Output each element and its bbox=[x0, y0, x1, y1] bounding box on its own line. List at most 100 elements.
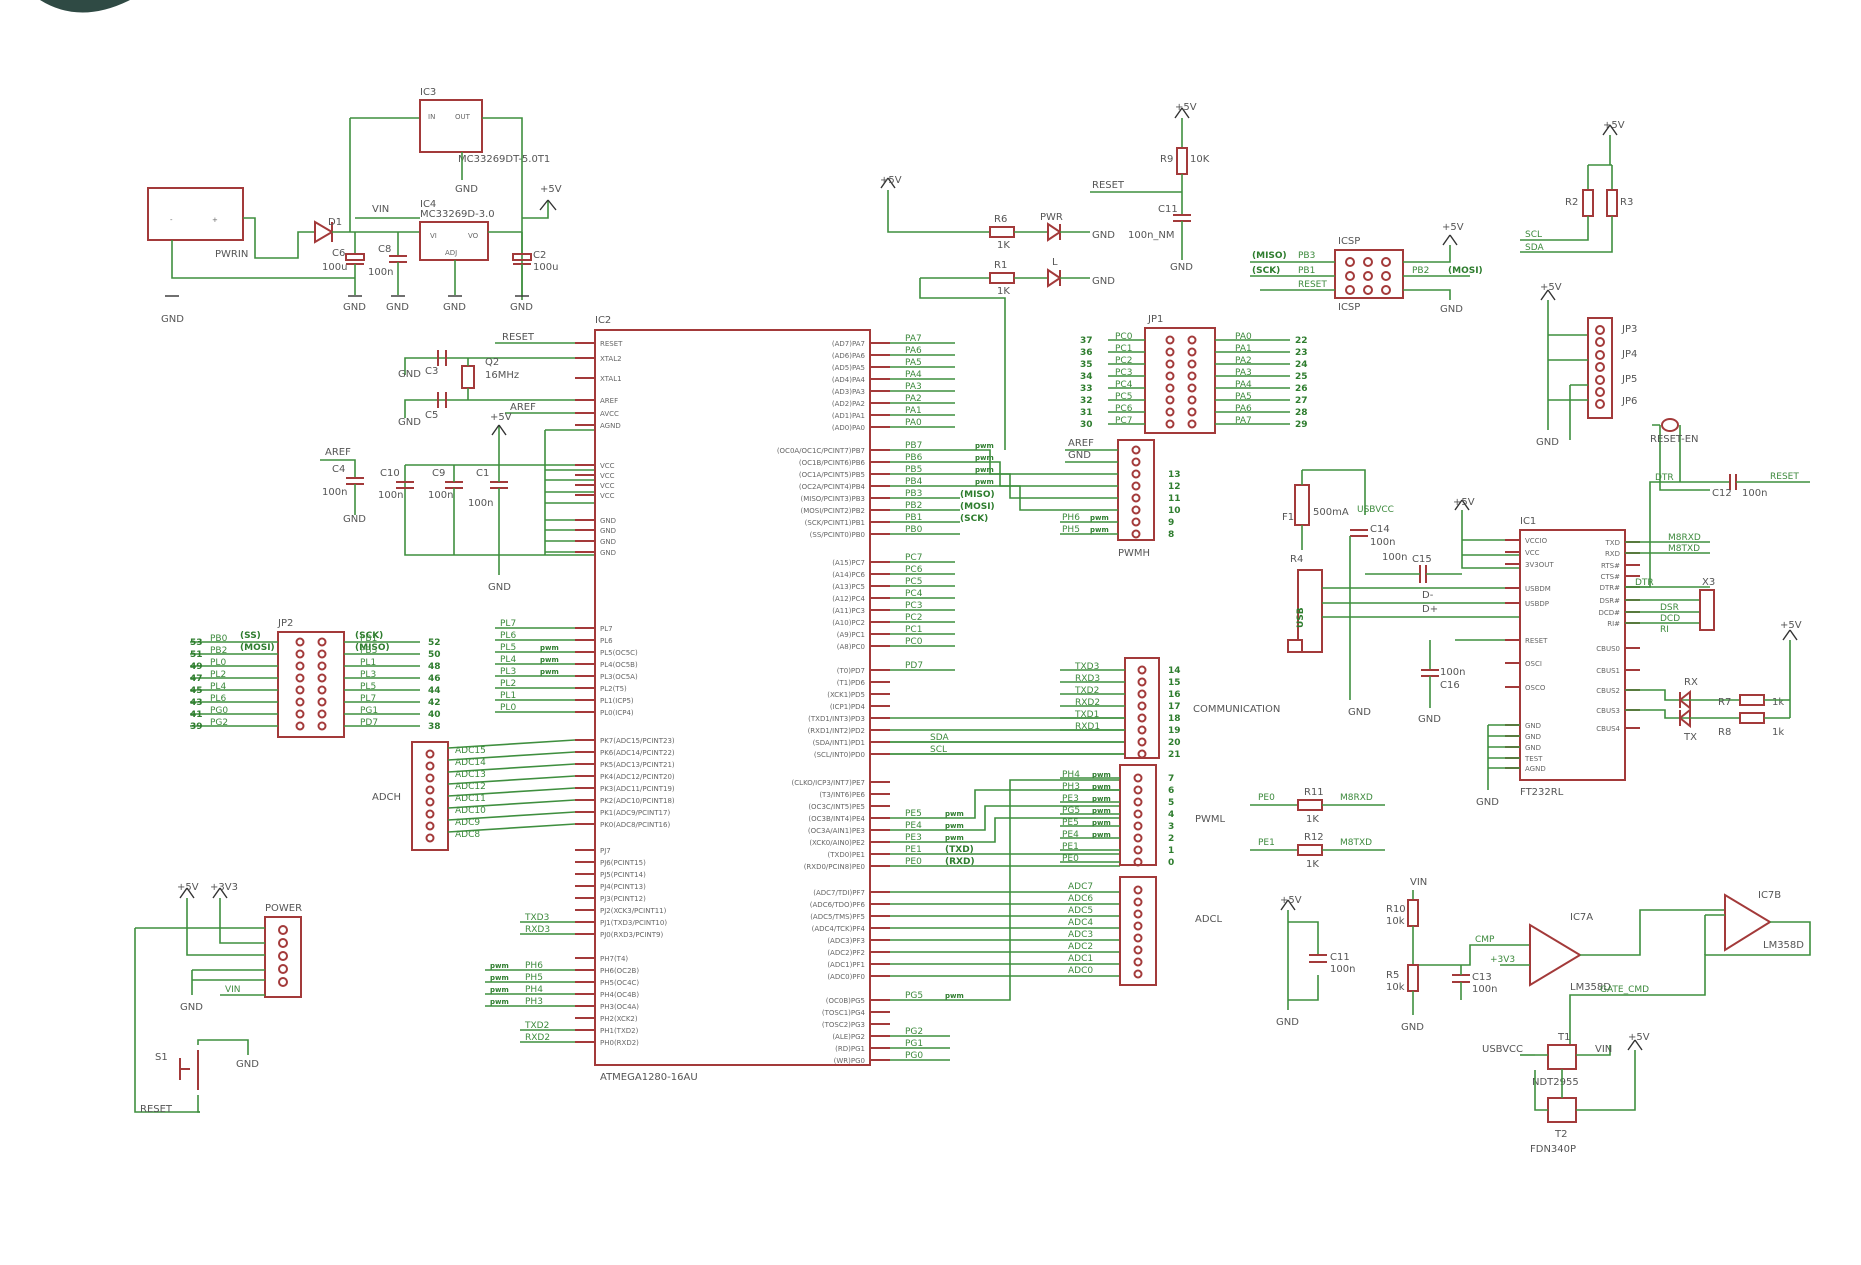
jp1-left-net: PC7 bbox=[1115, 416, 1132, 426]
svg-text:USBVCC: USBVCC bbox=[1357, 505, 1394, 515]
svg-text:C1: C1 bbox=[476, 468, 489, 479]
pwm-tag: pwm bbox=[1090, 514, 1109, 522]
jp2-right-num: 52 bbox=[428, 638, 441, 648]
svg-text:C13: C13 bbox=[1472, 972, 1492, 983]
ic2-pin-vcc: VCC bbox=[600, 472, 615, 480]
jp1-right-num: 26 bbox=[1295, 384, 1308, 394]
net-pe1-main: PE1 bbox=[905, 845, 922, 855]
svg-text:IC2: IC2 bbox=[595, 315, 611, 326]
net-pb7: PB7 bbox=[905, 441, 922, 451]
ic2-pin--oc1b-pcint6-pb6: (OC1B/PCINT6)PB6 bbox=[799, 459, 866, 467]
svg-text:VI: VI bbox=[430, 232, 437, 240]
jp1-right-net: PA4 bbox=[1235, 380, 1252, 390]
svg-text:100n: 100n bbox=[1330, 964, 1355, 975]
jp1-left-num: 34 bbox=[1080, 372, 1093, 382]
capacitor-c6: C6 100u bbox=[322, 232, 365, 295]
ft232-pin-right: RI# bbox=[1607, 620, 1620, 628]
jp1-left-num: 37 bbox=[1080, 336, 1093, 346]
ic2-pin-vcc: VCC bbox=[600, 492, 615, 500]
ic2-pin-aref: AREF bbox=[600, 397, 618, 405]
ic2-pin--a13-pc5: (A13)PC5 bbox=[832, 583, 865, 591]
reset-circuit: +5V R9 10K RESET C11 100n_NM GND bbox=[1090, 102, 1210, 273]
comm-net: TXD3 bbox=[1074, 662, 1099, 672]
net-pc0: PC0 bbox=[905, 637, 923, 647]
power-header: POWER +5V +3V3 GND VIN bbox=[134, 882, 302, 1113]
svg-text:ICSP: ICSP bbox=[1338, 302, 1360, 313]
resistor-r6 bbox=[989, 226, 1015, 238]
svg-text:C6: C6 bbox=[332, 248, 345, 259]
svg-text:GND: GND bbox=[1092, 230, 1115, 241]
ft232-pin-right: DTR# bbox=[1600, 584, 1621, 592]
crystal-q2 bbox=[461, 365, 475, 389]
ic2-pin-pj7: PJ7 bbox=[600, 847, 611, 855]
svg-text:GND: GND bbox=[1536, 437, 1559, 448]
ic2-pin--ad2-pa2: (AD2)PA2 bbox=[832, 400, 865, 408]
left-net-rxd3: RXD3 bbox=[525, 925, 550, 935]
ic2-pin--rxd1-int2-pd2: (RXD1/INT2)PD2 bbox=[808, 727, 865, 735]
ft232-pin-right: CBUS1 bbox=[1596, 667, 1620, 675]
svg-text:IC1: IC1 bbox=[1520, 516, 1536, 527]
pwml-num: 7 bbox=[1168, 774, 1174, 784]
ic2-pin--adc2-pf2: (ADC2)PF2 bbox=[827, 949, 865, 957]
ic2-pin--icp1-pd4: (ICP1)PD4 bbox=[830, 703, 866, 711]
svg-text:1K: 1K bbox=[1306, 859, 1319, 870]
jp2-left-net: PL6 bbox=[210, 694, 226, 704]
adch-net: ADC14 bbox=[455, 758, 486, 768]
svg-text:R1: R1 bbox=[994, 260, 1007, 271]
svg-text:100n: 100n bbox=[1742, 488, 1767, 499]
svg-text:M8TXD: M8TXD bbox=[1668, 544, 1700, 554]
ic2-pin--xck1-pd5: (XCK1)PD5 bbox=[827, 691, 865, 699]
left-net-txd3: TXD3 bbox=[524, 913, 549, 923]
pwml-num: 5 bbox=[1168, 798, 1174, 808]
ic2-pin--ad0-pa0: (AD0)PA0 bbox=[832, 424, 865, 432]
capacitor-c8: C8 100n bbox=[368, 232, 407, 295]
svg-text:GND: GND bbox=[1440, 304, 1463, 315]
svg-text:R9: R9 bbox=[1160, 154, 1173, 165]
jp1-left-num: 30 bbox=[1080, 420, 1093, 430]
pwml-num: 3 bbox=[1168, 822, 1174, 832]
svg-text:R4: R4 bbox=[1290, 554, 1303, 565]
svg-text:1k: 1k bbox=[1772, 727, 1784, 738]
jp2-left-net: PL0 bbox=[210, 658, 226, 668]
adch-header: ADCH ADC15ADC14ADC13ADC12ADC11ADC10ADC9A… bbox=[372, 741, 486, 851]
net-pg5: PG5 bbox=[905, 991, 923, 1001]
svg-text:1K: 1K bbox=[997, 286, 1010, 297]
svg-text:JP5: JP5 bbox=[1621, 374, 1637, 385]
pwml-net: PE4 bbox=[1062, 830, 1079, 840]
svg-text:R12: R12 bbox=[1304, 832, 1324, 843]
svg-text:ATMEGA1280-16AU: ATMEGA1280-16AU bbox=[600, 1072, 698, 1083]
ic2-pin-pl4-oc5b-: PL4(OC5B) bbox=[600, 661, 638, 669]
pwm-tag: pwm bbox=[1092, 807, 1111, 815]
svg-text:MC33269DT-5.0T1: MC33269DT-5.0T1 bbox=[458, 154, 550, 165]
svg-text:RESET: RESET bbox=[1770, 472, 1799, 482]
pwm-tag: pwm bbox=[975, 454, 994, 462]
svg-text:PB1: PB1 bbox=[1298, 266, 1315, 276]
svg-text:+5V: +5V bbox=[1175, 102, 1197, 113]
svg-text:(MISO): (MISO) bbox=[355, 643, 390, 653]
svg-text:10k: 10k bbox=[1386, 982, 1405, 993]
adcl-net: ADC4 bbox=[1068, 918, 1093, 928]
svg-text:100u: 100u bbox=[533, 262, 558, 273]
resistor-r5 bbox=[1407, 964, 1419, 992]
ft232-pin-left: VCC bbox=[1525, 549, 1540, 557]
ic2-pin--t1-pd6: (T1)PD6 bbox=[837, 679, 866, 687]
svg-text:DCD: DCD bbox=[1660, 614, 1680, 624]
svg-text:R8: R8 bbox=[1718, 727, 1731, 738]
svg-text:RESET: RESET bbox=[1298, 280, 1327, 290]
svg-text:100n: 100n bbox=[378, 490, 403, 501]
jp2-connector bbox=[277, 631, 345, 738]
usb-ft232-section: F1 500mA USBVCC C14 100n R4 USB D- D+ GN… bbox=[1282, 418, 1810, 808]
jp2-left-num: 53 bbox=[190, 638, 203, 648]
comm-num: 14 bbox=[1168, 666, 1181, 676]
led-section: +5V R6 1K PWR GND R1 1K L GND bbox=[880, 175, 1115, 450]
svg-text:L: L bbox=[1052, 257, 1058, 268]
adcl-net: ADC2 bbox=[1068, 942, 1093, 952]
jp2-right-net: PL5 bbox=[360, 682, 376, 692]
ic2-pin-gnd: GND bbox=[600, 549, 616, 557]
pwmh-num: 13 bbox=[1168, 470, 1181, 480]
ic2-pin--a11-pc3: (A11)PC3 bbox=[832, 607, 865, 615]
jp2-left-num: 49 bbox=[190, 662, 203, 672]
adch-net: ADC10 bbox=[455, 806, 486, 816]
